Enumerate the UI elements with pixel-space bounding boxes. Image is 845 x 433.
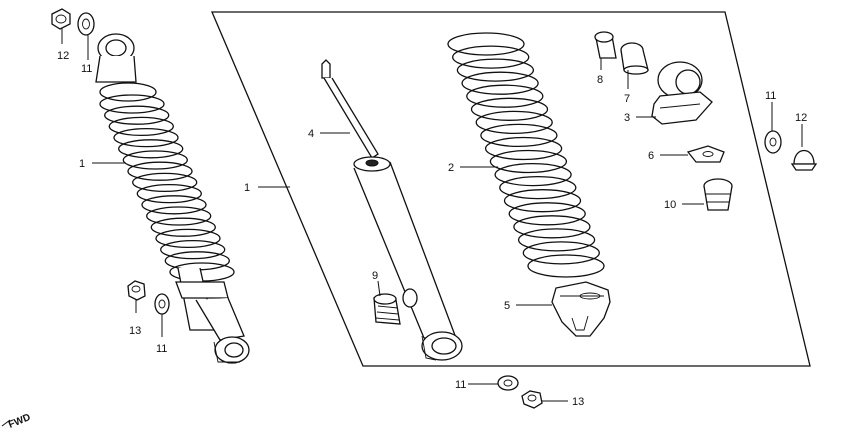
callout-1-panel: 1	[244, 182, 250, 194]
cap-nut-12-top	[51, 8, 71, 30]
spring-coil-turn	[503, 189, 582, 213]
assembled-coil-spring	[99, 94, 235, 282]
callout-13-bottom: 13	[572, 396, 584, 408]
spring-coil-turn	[136, 183, 202, 204]
rubber-bush-9	[373, 293, 401, 325]
spring-coil-turn	[160, 239, 226, 260]
spring-coil-turn	[113, 127, 179, 148]
spring-coil-turn	[522, 241, 600, 265]
assembled-shock-absorber	[95, 33, 250, 364]
spring-coil-turn	[489, 149, 568, 174]
spring-coil-turn	[447, 32, 525, 56]
spring-coil-turn	[517, 228, 596, 252]
callout-13-left: 13	[129, 325, 141, 337]
damper-rod-and-body	[321, 59, 463, 361]
leader-lines	[61, 28, 803, 402]
exploded-view-panel	[211, 11, 811, 367]
spring-seat-5	[551, 281, 611, 337]
washer-11-lower-left	[154, 293, 170, 315]
spring-coil-turn	[466, 84, 544, 108]
spring-coil-turn	[99, 94, 165, 114]
spring-coil-turn	[461, 71, 539, 95]
spring-coil-turn	[480, 123, 558, 148]
collar-8	[594, 31, 617, 59]
callout-12-top: 12	[57, 50, 69, 62]
callout-labels: 12 11 1 13 11 1 4 9 2 5 8 7 3 6 10 11 12…	[57, 50, 807, 408]
callout-11-left: 11	[156, 343, 167, 355]
spring-coil-turn	[127, 161, 193, 181]
nut-13-lower-left	[127, 280, 146, 301]
bush-7	[620, 42, 649, 75]
spring-coil-turn	[122, 150, 188, 170]
spring-coil-turn	[494, 162, 572, 187]
washer-11-top	[77, 12, 95, 36]
callout-9: 9	[372, 270, 378, 282]
spring-coil-turn	[452, 45, 530, 69]
nut-13-bottom	[521, 390, 543, 409]
spring-coil-turn	[118, 139, 184, 159]
fwd-label: FWD	[7, 412, 32, 431]
callout-10: 10	[664, 199, 676, 211]
spring-coil-turn	[146, 206, 212, 226]
coil-spring-2	[447, 32, 605, 278]
callout-8: 8	[597, 74, 603, 86]
washer-11-right	[764, 130, 782, 154]
spring-coil-turn	[484, 136, 563, 161]
washer-11-bottom	[497, 375, 519, 391]
callout-12-right: 12	[795, 112, 807, 124]
callout-2: 2	[448, 162, 454, 174]
rubber-bush-10	[703, 178, 733, 211]
spring-coil-turn	[475, 110, 553, 135]
spring-coil-turn	[513, 215, 591, 239]
callout-11-bottom: 11	[455, 379, 466, 391]
spring-coil-turn	[155, 228, 221, 249]
callout-5: 5	[504, 300, 510, 312]
callout-1-left: 1	[79, 158, 85, 170]
spring-coil-turn	[508, 202, 586, 226]
spring-coil-turn	[150, 217, 216, 237]
fwd-arrow-indicator: FWD	[1, 412, 32, 431]
spring-coil-turn	[141, 195, 207, 215]
callout-3: 3	[624, 112, 630, 124]
callout-11-right: 11	[765, 90, 776, 102]
cap-nut-12-right	[790, 149, 818, 171]
spring-coil-turn	[527, 254, 605, 278]
callout-7: 7	[624, 93, 630, 105]
upper-joint-3	[651, 61, 713, 125]
callout-4: 4	[308, 128, 314, 140]
spring-coil-turn	[470, 97, 549, 121]
callout-6: 6	[648, 150, 654, 162]
spring-coil-turn	[499, 175, 577, 200]
spring-coil-turn	[456, 58, 535, 82]
callout-11-top: 11	[81, 63, 92, 75]
spring-coil-turn	[108, 116, 174, 137]
rubber-plate-6	[686, 145, 725, 163]
spring-coil-turn	[104, 105, 170, 125]
spring-coil-turn	[132, 172, 198, 193]
